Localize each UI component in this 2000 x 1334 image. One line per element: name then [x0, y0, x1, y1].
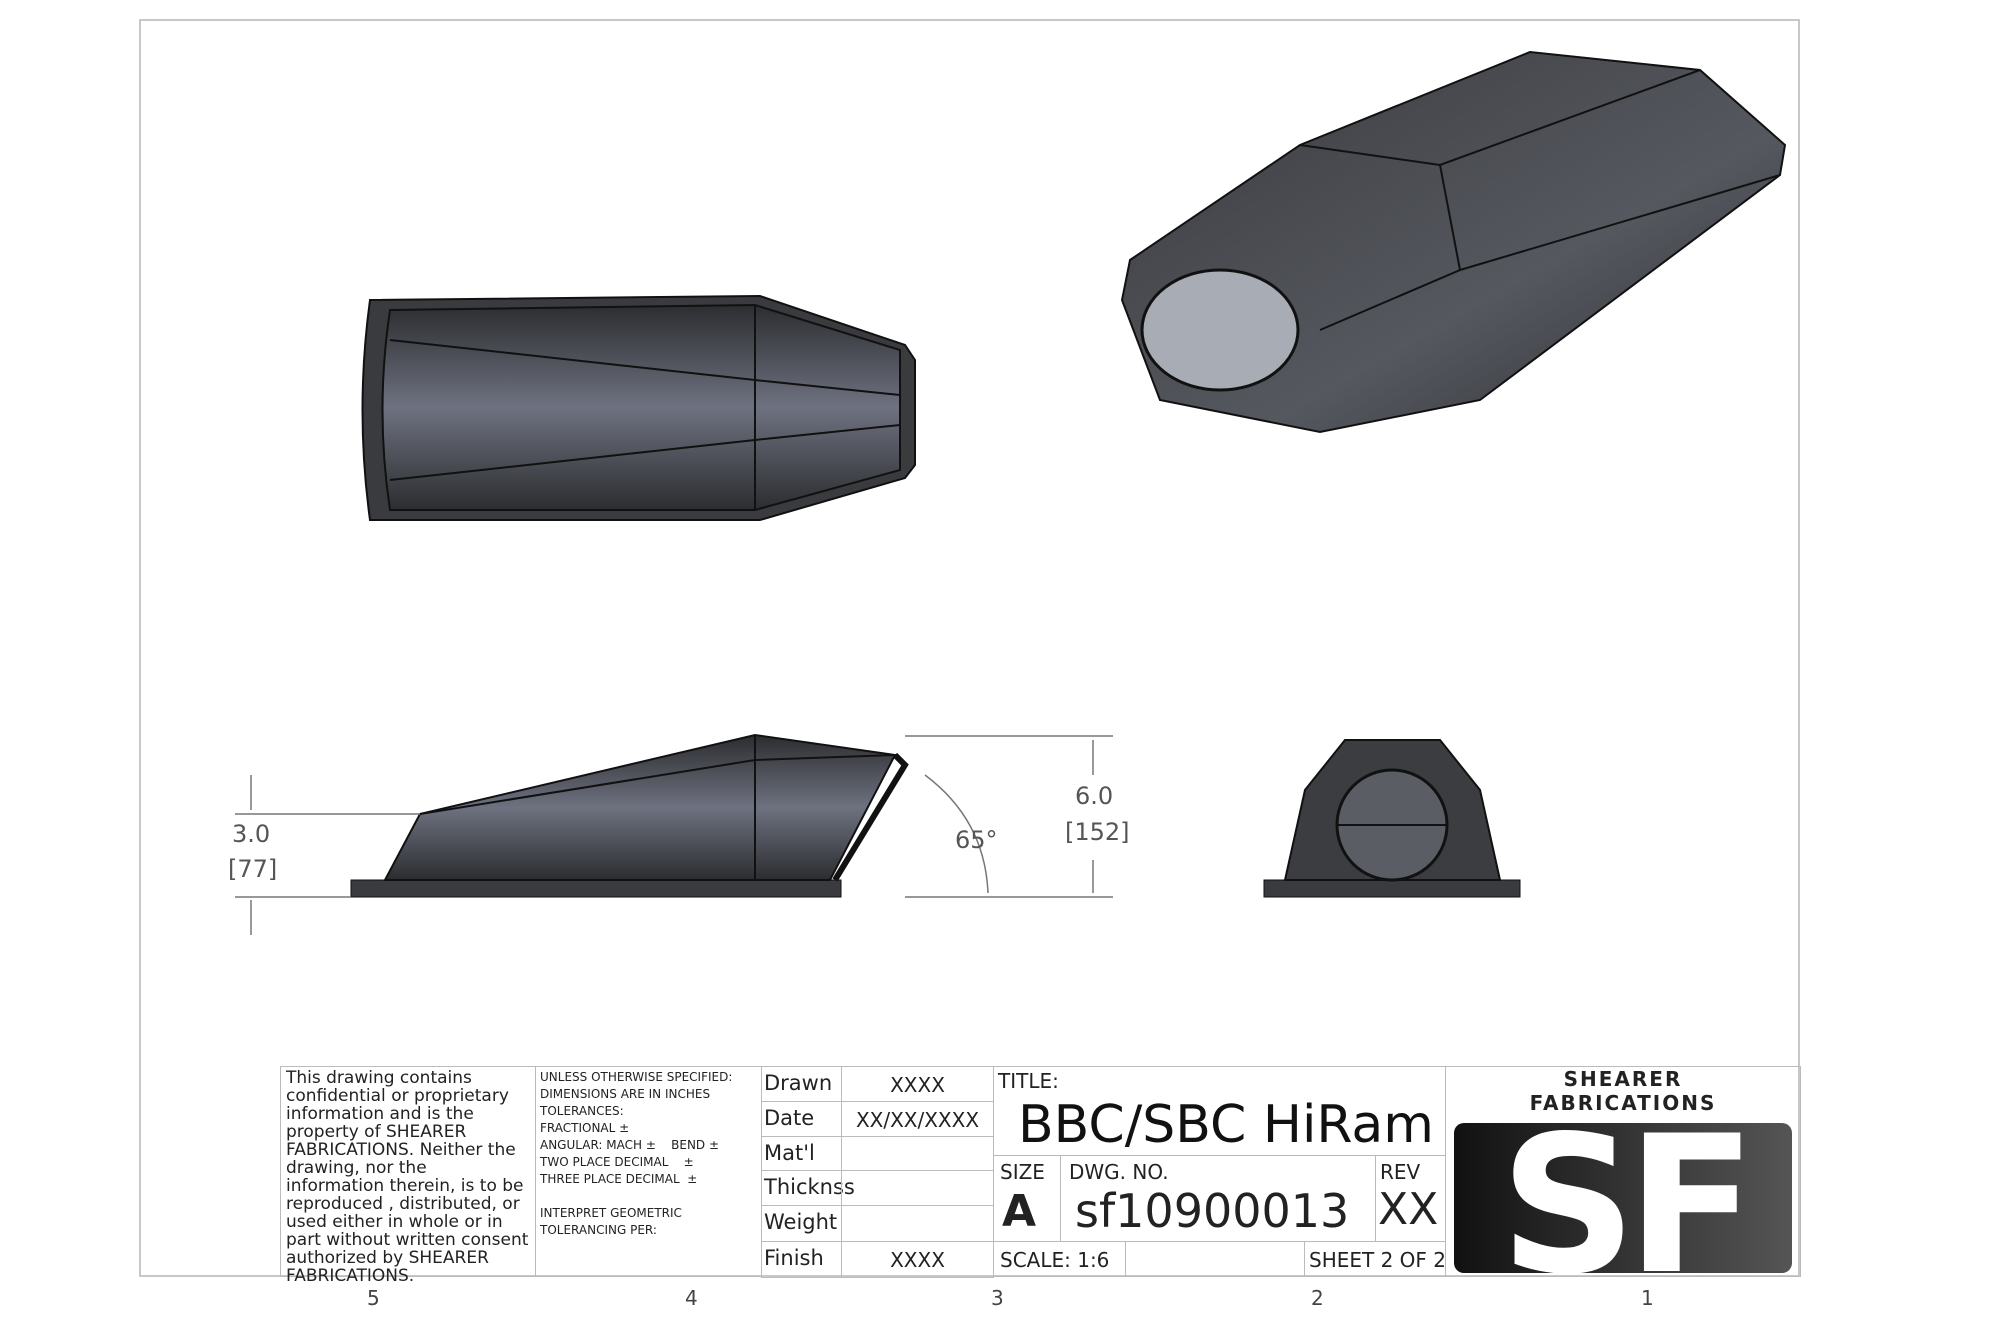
rev-box: REV XX: [1375, 1155, 1446, 1242]
size-label: SIZE: [1000, 1160, 1045, 1184]
drawing-title: BBC/SBC HiRam: [1018, 1095, 1434, 1155]
title-box: TITLE: BBC/SBC HiRam: [993, 1066, 1446, 1156]
tol-line: TWO PLACE DECIMAL ±: [540, 1155, 694, 1169]
field-value-box: [841, 1205, 994, 1242]
field-label: Weight: [764, 1210, 838, 1234]
dimension-height-large-mm: [152]: [1065, 818, 1130, 846]
sheet-box: SHEET 2 OF 2: [1304, 1241, 1446, 1277]
dwg-no-box: DWG. NO. sf10900013: [1060, 1155, 1376, 1242]
field-label-box: Drawn: [761, 1066, 842, 1102]
drawing-border: [139, 19, 1800, 1277]
field-label: Drawn: [764, 1071, 833, 1095]
dimension-lines: [235, 735, 1113, 935]
dimension-height-large-in: 6.0: [1075, 782, 1114, 810]
tol-line: UNLESS OTHERWISE SPECIFIED:: [540, 1070, 733, 1084]
sheet-value: SHEET 2 OF 2: [1309, 1248, 1446, 1272]
dwg-no-value: sf10900013: [1075, 1184, 1350, 1238]
side-view: [350, 733, 909, 898]
logo-line2: FABRICATIONS: [1529, 1091, 1717, 1115]
logo-line1: SHEARER: [1563, 1067, 1683, 1091]
confidential-note: This drawing contains confidential or pr…: [280, 1066, 536, 1285]
field-value-box: [841, 1136, 994, 1171]
tol-line: TOLERANCING PER:: [540, 1223, 657, 1237]
size-value: A: [1002, 1186, 1037, 1237]
dimension-height-small-in: 3.0: [232, 820, 271, 848]
tol-line: DIMENSIONS ARE IN INCHES: [540, 1087, 711, 1101]
zone-label: 3: [991, 1286, 1004, 1310]
zone-label: 4: [685, 1286, 698, 1310]
field-label: Mat'l: [764, 1141, 815, 1165]
title-label: TITLE:: [998, 1069, 1059, 1093]
tol-line: THREE PLACE DECIMAL ±: [540, 1172, 698, 1186]
field-value-box: XXXX: [841, 1241, 994, 1278]
tol-line: FRACTIONAL ±: [540, 1121, 630, 1135]
blank-box: [1125, 1241, 1305, 1277]
zone-label: 2: [1311, 1286, 1324, 1310]
field-label-box: Weight: [761, 1205, 842, 1242]
field-label-box: Thicknss: [761, 1170, 855, 1206]
field-label: Thicknss: [764, 1175, 855, 1199]
dimension-height-small-mm: [77]: [228, 855, 278, 883]
scale-value: SCALE: 1:6: [1000, 1248, 1110, 1272]
zone-label: 1: [1641, 1286, 1654, 1310]
tol-line: INTERPRET GEOMETRIC: [540, 1206, 682, 1220]
field-label: Finish: [764, 1246, 824, 1270]
field-value: XXXX: [890, 1073, 945, 1097]
field-label-box: Finish: [761, 1241, 842, 1278]
logo-mark-text: SF: [1499, 1123, 1757, 1273]
company-logo: SHEARER FABRICATIONS SF: [1445, 1066, 1801, 1277]
field-value-box: XX/XX/XXXX: [841, 1101, 994, 1137]
tol-line: TOLERANCES:: [540, 1104, 624, 1118]
field-value-box: [841, 1170, 994, 1206]
field-label: Date: [764, 1106, 815, 1130]
rev-value: XX: [1378, 1184, 1439, 1235]
top-view: [361, 294, 916, 521]
field-value: XX/XX/XXXX: [855, 1108, 980, 1132]
dwg-no-label: DWG. NO.: [1069, 1160, 1169, 1184]
tol-line: ANGULAR: MACH ± BEND ±: [540, 1138, 720, 1152]
sf-logo-mark: SF: [1454, 1123, 1792, 1273]
tolerance-notes: UNLESS OTHERWISE SPECIFIED: DIMENSIONS A…: [535, 1066, 762, 1277]
field-label-box: Mat'l: [761, 1136, 842, 1171]
spacer: [540, 1188, 757, 1205]
size-box: SIZE A: [993, 1155, 1061, 1242]
front-view: [1263, 739, 1521, 898]
dimension-angle: 65°: [955, 826, 998, 854]
field-value: XXXX: [890, 1248, 945, 1272]
scale-box: SCALE: 1:6: [993, 1241, 1126, 1277]
isometric-view: [1120, 50, 1787, 434]
zone-label: 5: [367, 1286, 380, 1310]
field-label-box: Date: [761, 1101, 842, 1137]
field-value-box: XXXX: [841, 1066, 994, 1102]
rev-label: REV: [1380, 1160, 1421, 1184]
